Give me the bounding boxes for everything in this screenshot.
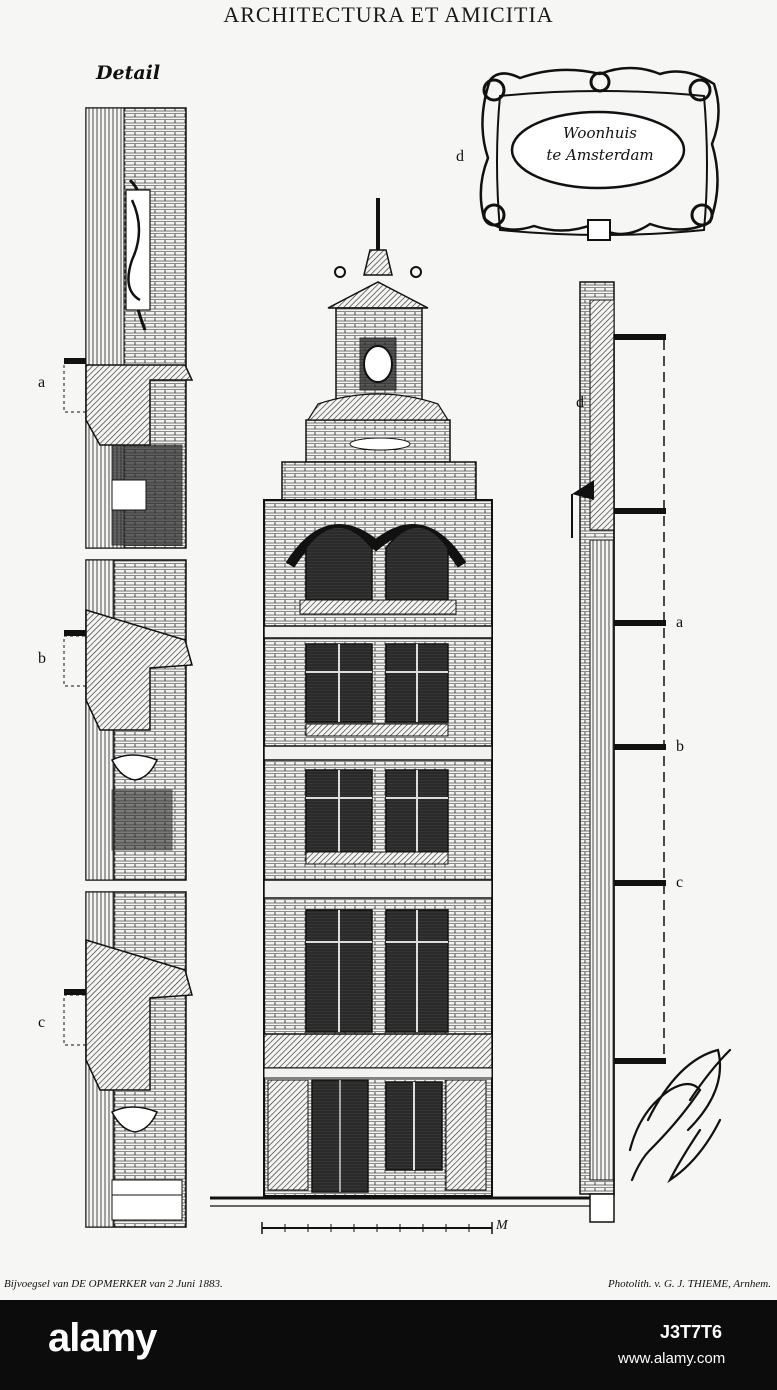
detail-marker-c: c xyxy=(38,1014,46,1031)
publication-caption: Bijvoegsel van DE OPMERKER van 2 Juni 18… xyxy=(4,1278,223,1290)
printer-caption: Photolith. v. G. J. THIEME, Arnhem. xyxy=(607,1278,771,1290)
architect-signature xyxy=(628,1048,732,1184)
stock-logo[interactable]: alamy xyxy=(48,1316,157,1360)
section-marker-d: d xyxy=(576,394,584,411)
facade-elevation xyxy=(210,198,610,1207)
image-id: J3T7T6 xyxy=(660,1322,723,1342)
cartouche-line-2: te Amsterdam xyxy=(546,146,654,164)
section-marker-c: c xyxy=(676,874,684,891)
stock-url-link[interactable]: www.alamy.com xyxy=(618,1350,726,1367)
section-marker-a: a xyxy=(676,614,684,631)
stock-footer-bar xyxy=(0,1300,777,1390)
scale-bar xyxy=(261,1222,493,1234)
building-section xyxy=(571,281,666,1223)
scale-unit-label: M xyxy=(496,1218,508,1233)
detail-column xyxy=(63,107,194,1228)
detail-marker-b: b xyxy=(38,650,46,667)
architectural-drawing xyxy=(63,66,732,1234)
cartouche-marker: d xyxy=(456,148,464,165)
detail-heading: Detail xyxy=(96,62,161,84)
cartouche-line-1: Woonhuis xyxy=(563,124,637,142)
plate-title: ARCHITECTURA ET AMICITIA xyxy=(223,2,554,27)
title-cartouche xyxy=(479,66,720,241)
section-marker-b: b xyxy=(676,738,684,755)
detail-marker-a: a xyxy=(38,374,46,391)
